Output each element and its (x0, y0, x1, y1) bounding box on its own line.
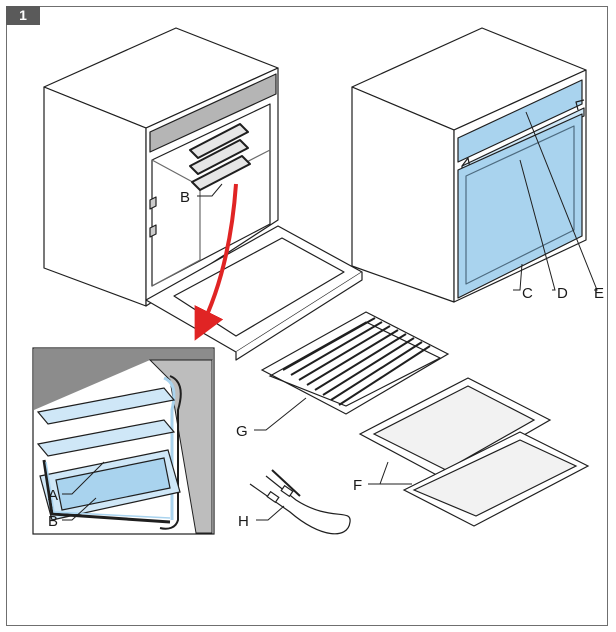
oven-side-rails (189, 123, 251, 191)
figure-number-badge: 1 (6, 6, 40, 25)
label-E: E (594, 285, 604, 302)
baking-trays-F (358, 377, 590, 527)
label-G: G (236, 423, 248, 440)
label-A: A (48, 487, 58, 504)
label-F: F (353, 477, 362, 494)
control-panel-E (457, 79, 583, 163)
label-H: H (238, 513, 249, 530)
door-glass-C (457, 113, 583, 299)
figure-frame (6, 6, 608, 626)
rail-detail-inset (32, 347, 215, 535)
zoom-arrow (194, 183, 238, 341)
grill-rack-G (260, 311, 450, 415)
label-D: D (557, 285, 568, 302)
meat-probe-H (249, 469, 351, 535)
label-C: C (522, 285, 533, 302)
label-B-oven: B (180, 189, 190, 206)
label-B-inset: B (48, 513, 58, 530)
oven-open-door (43, 27, 363, 361)
oven-closed-door (351, 27, 587, 303)
leader-lines (62, 111, 598, 521)
